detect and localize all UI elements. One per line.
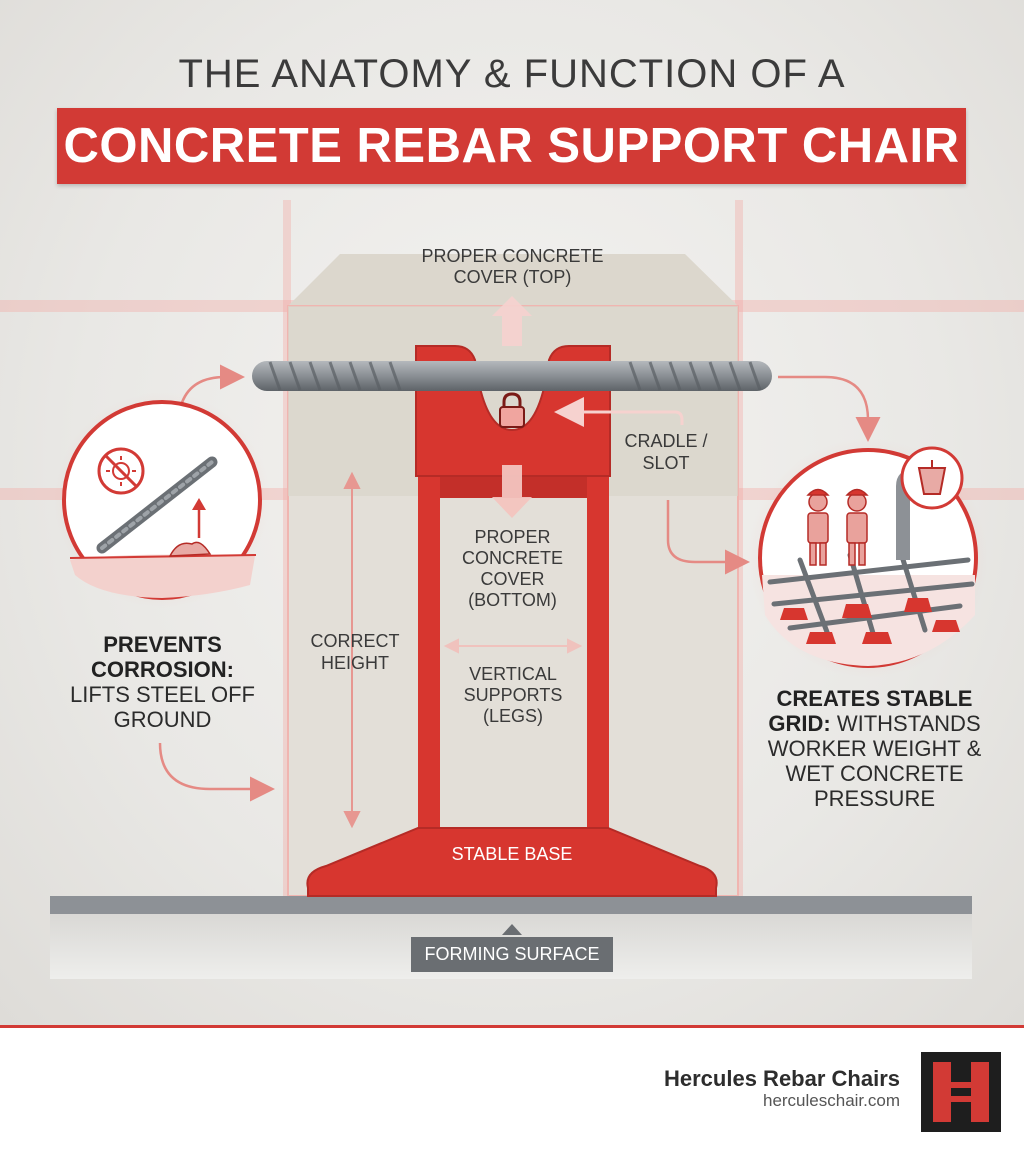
- forming-pointer: [502, 924, 522, 935]
- label-correct-height: CORRECT HEIGHT: [310, 631, 400, 673]
- forming-surface: [50, 896, 972, 914]
- label-vertical-supports: VERTICAL SUPPORTS (LEGS): [463, 664, 563, 726]
- left-panel-heading: PREVENTS CORROSION:: [91, 632, 234, 682]
- label-cover-top: PROPER CONCRETE COVER (TOP): [421, 246, 604, 287]
- title-line-1: THE ANATOMY & FUNCTION OF A: [178, 52, 846, 96]
- chair-base: [306, 827, 718, 897]
- title-banner: CONCRETE REBAR SUPPORT CHAIR: [57, 108, 966, 184]
- legs-dimension: [443, 638, 583, 654]
- rebar: [252, 361, 772, 391]
- cover-bottom-arrow: [492, 465, 532, 518]
- concrete-slab-top: [288, 254, 738, 306]
- label-stable-base: STABLE BASE: [451, 844, 573, 864]
- chair-leg-left: [418, 476, 440, 838]
- lock-icon: [499, 392, 525, 428]
- footer: [0, 1025, 1024, 1157]
- left-connector-bottom: [158, 742, 275, 802]
- brand-name: Hercules Rebar Chairs: [664, 1066, 900, 1091]
- left-panel-body: LIFTS STEEL OFF GROUND: [70, 682, 255, 732]
- right-panel-heading: CREATES STABLE GRID:: [768, 686, 973, 736]
- corrosion-circle: [54, 392, 270, 608]
- right-connector-top: [778, 375, 881, 442]
- label-cover-bottom: PROPER CONCRETE COVER (BOTTOM): [461, 527, 563, 610]
- left-panel-text: PREVENTS CORROSION: LIFTS STEEL OFF GROU…: [65, 632, 260, 732]
- right-connector-mid: [666, 500, 750, 575]
- hercules-logo: [921, 1052, 1001, 1132]
- worker-icon: [806, 488, 869, 566]
- right-panel-text: CREATES STABLE GRID: WITHSTANDS WORKER W…: [752, 686, 997, 811]
- label-cradle: CRADLE / SLOT: [624, 431, 708, 473]
- chair-leg-right: [587, 476, 609, 838]
- chair-diagram: [0, 200, 1024, 979]
- cover-top-arrow: [492, 296, 532, 346]
- concrete-bucket-icon: [896, 446, 964, 560]
- title-line-2: CONCRETE REBAR SUPPORT CHAIR: [63, 119, 960, 173]
- brand-url: herculeschair.com: [762, 1091, 900, 1110]
- forming-surface-label: FORMING SURFACE: [411, 937, 613, 972]
- rebar-ribs: [268, 361, 762, 391]
- height-dimension: [343, 471, 361, 829]
- right-panel-body: WITHSTANDS WORKER WEIGHT & WET CONCRETE …: [767, 711, 982, 811]
- no-corrosion-icon: [97, 447, 145, 495]
